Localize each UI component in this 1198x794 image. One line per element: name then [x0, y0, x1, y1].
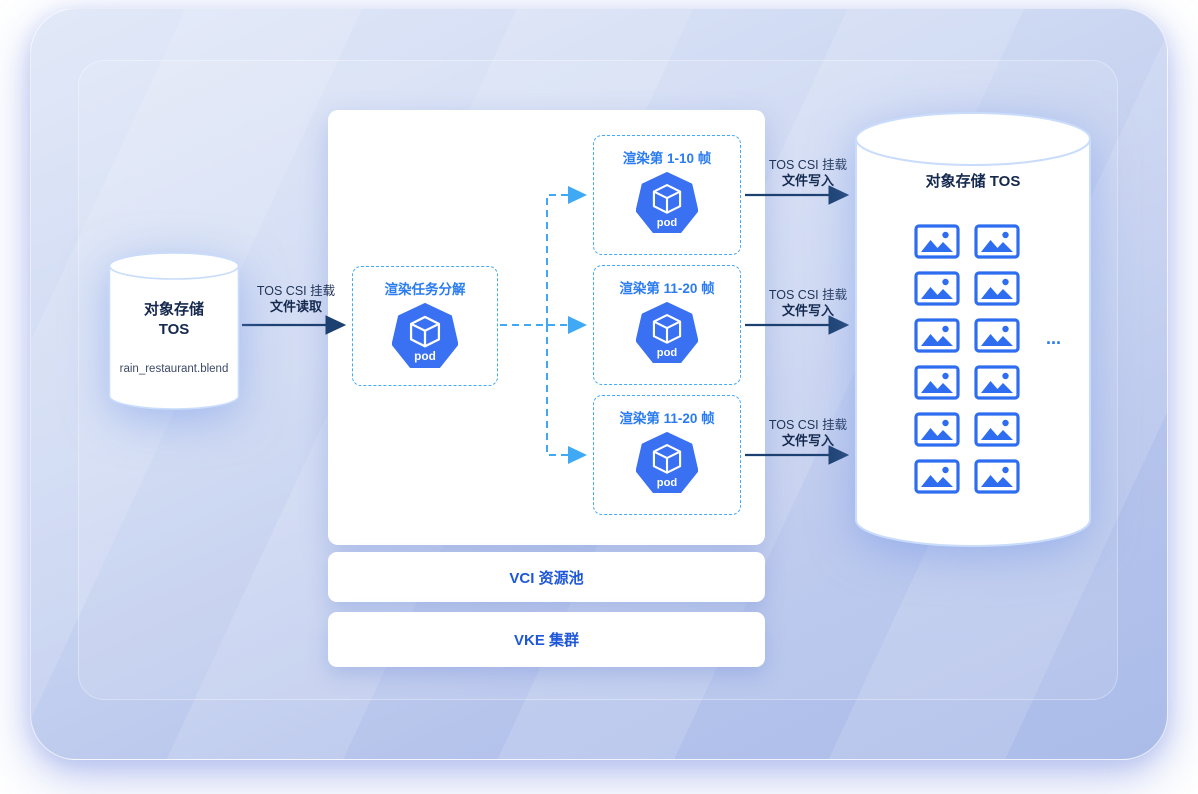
image-icon: [914, 224, 960, 259]
source-storage-title-line1: 对象存储: [143, 301, 204, 318]
render-node-1-title: 渲染第 1-10 帧: [622, 151, 712, 166]
image-icon: [914, 459, 960, 494]
more-images-ellipsis: ...: [1046, 328, 1062, 348]
vci-pool-bar: VCI 资源池: [328, 552, 765, 602]
pod-label: pod: [657, 217, 678, 229]
render-node-1: 渲染第 1-10 帧 pod: [593, 135, 741, 255]
pod-label: pod: [657, 477, 678, 489]
vke-cluster-label: VKE 集群: [513, 632, 579, 649]
source-storage-title: 对象存储 TOS: [108, 300, 240, 339]
image-icon: [974, 318, 1020, 353]
read-arrow-label: TOS CSI 挂载 文件读取: [241, 283, 351, 316]
image-icon: [974, 459, 1020, 494]
read-arrow-label-line2: 文件读取: [269, 299, 322, 315]
source-storage-title-line2: TOS: [158, 320, 190, 338]
image-icon: [974, 271, 1020, 306]
write-arrow-label-3-line1: TOS CSI 挂载: [768, 418, 848, 432]
read-arrow-label-line1: TOS CSI 挂载: [256, 284, 336, 298]
write-arrow-label-2-line1: TOS CSI 挂载: [768, 288, 848, 302]
target-storage-title: 对象存储 TOS: [925, 173, 1021, 190]
pod-icon: pod: [636, 302, 698, 364]
cylinder-shape: [855, 112, 1091, 547]
pod-icon: pod: [392, 303, 458, 368]
decompose-title: 渲染任务分解: [384, 282, 466, 297]
write-arrow-label-1-line2: 文件写入: [781, 173, 834, 189]
vci-pool-label: VCI 资源池: [509, 569, 584, 587]
write-arrow-label-1: TOS CSI 挂载 文件写入: [753, 157, 863, 190]
image-icon: [914, 271, 960, 306]
write-arrow-label-2: TOS CSI 挂载 文件写入: [753, 287, 863, 320]
cylinder-shape: [108, 252, 240, 410]
source-storage-cylinder: 对象存储 TOS rain_restaurant.blend: [108, 252, 240, 410]
image-icon: [914, 412, 960, 447]
write-arrow-label-1-line1: TOS CSI 挂载: [768, 158, 848, 172]
pod-label: pod: [657, 347, 678, 359]
pod-label: pod: [414, 349, 436, 363]
render-node-3-title: 渲染第 11-20 帧: [619, 411, 715, 426]
image-icon: [914, 365, 960, 400]
render-node-2-title: 渲染第 11-20 帧: [619, 281, 715, 296]
image-grid: [914, 224, 1020, 494]
write-arrow-label-3-line2: 文件写入: [781, 433, 834, 449]
render-node-3: 渲染第 11-20 帧 pod: [593, 395, 741, 515]
target-storage-cylinder: 对象存储 TOS ...: [854, 112, 1092, 548]
decompose-task-box: 渲染任务分解 pod: [352, 266, 498, 386]
image-icon: [974, 224, 1020, 259]
image-icon: [914, 318, 960, 353]
render-node-2: 渲染第 11-20 帧 pod: [593, 265, 741, 385]
image-icon: [974, 365, 1020, 400]
blend-filename: rain_restaurant.blend: [119, 363, 229, 375]
pod-icon: pod: [636, 432, 698, 494]
write-arrow-label-2-line2: 文件写入: [781, 303, 834, 319]
image-icon: [974, 412, 1020, 447]
pod-icon: pod: [636, 172, 698, 234]
write-arrow-label-3: TOS CSI 挂载 文件写入: [753, 417, 863, 450]
vke-cluster-bar: VKE 集群: [328, 612, 765, 667]
